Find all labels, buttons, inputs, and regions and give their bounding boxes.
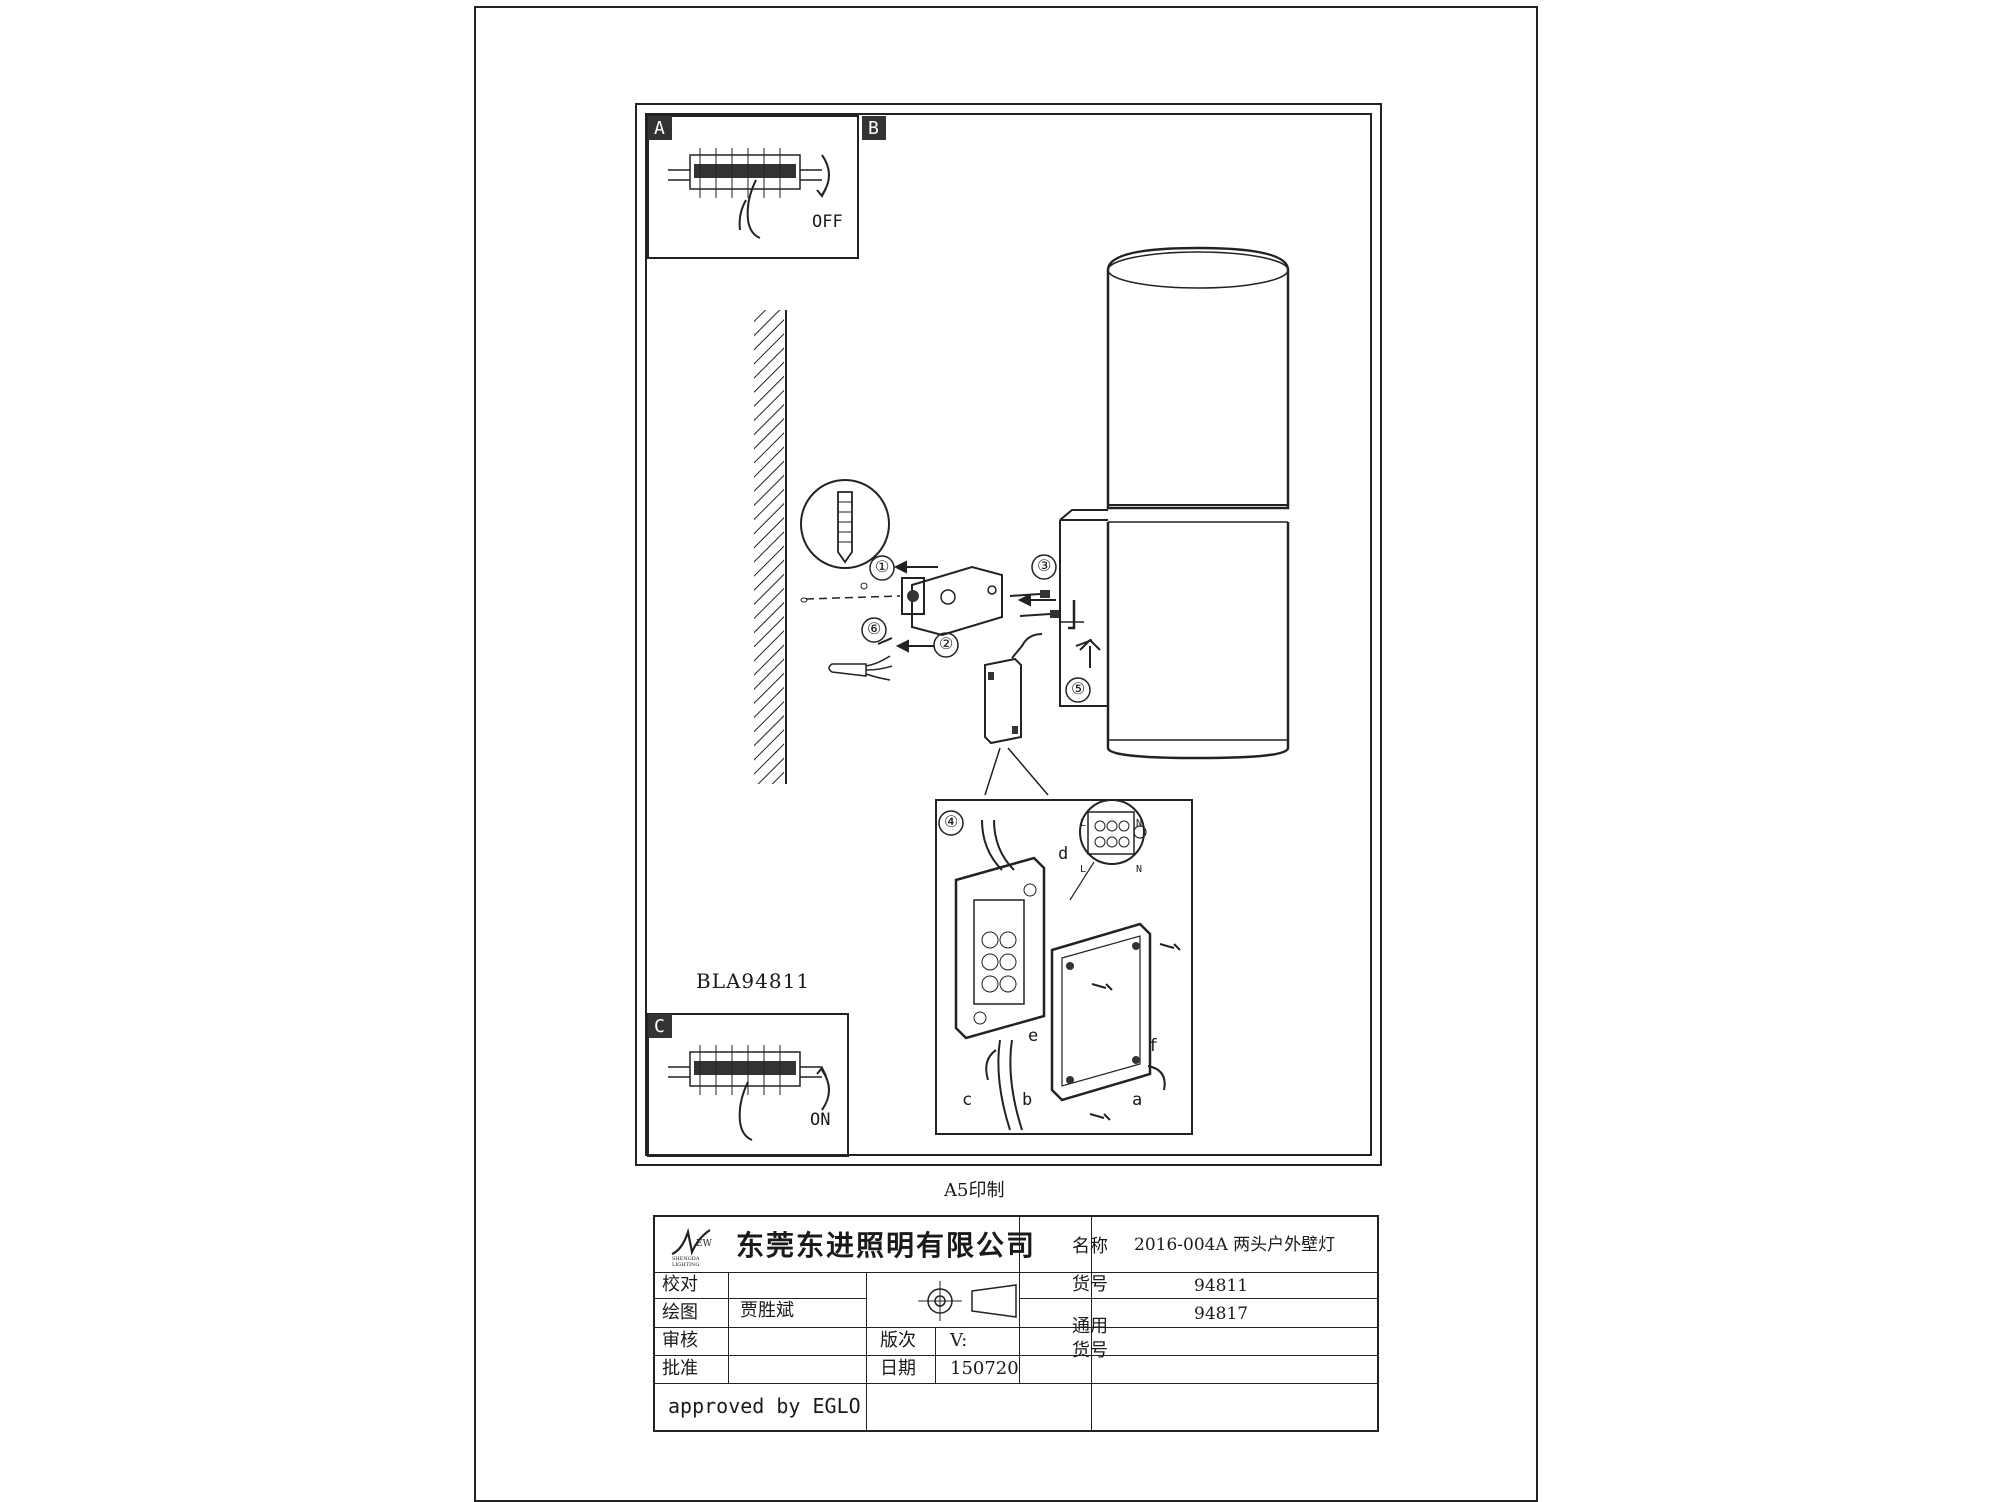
approved-by: approved by EGLO	[668, 1394, 861, 1418]
drawing-frame-inner	[645, 113, 1372, 1156]
title-block	[653, 1215, 1379, 1432]
svg-text:EW: EW	[696, 1239, 713, 1249]
step-4-label: ④	[944, 812, 959, 831]
model-code: BLA94811	[696, 969, 811, 993]
panel-a-label: A	[654, 118, 665, 139]
detail-f-label: f	[1148, 1036, 1159, 1056]
detail-e-label: e	[1028, 1026, 1039, 1046]
terminal-n-top: N	[1136, 818, 1143, 829]
detail-c-label: c	[962, 1090, 973, 1110]
date-value: 150720	[950, 1358, 1019, 1379]
panel-c-switch-on	[647, 1013, 849, 1157]
circuit-breaker-icon	[668, 148, 822, 198]
check-label: 校对	[662, 1274, 698, 1295]
approve-label: 批准	[662, 1358, 698, 1379]
terminal-l-bottom: L	[1080, 864, 1087, 875]
version-value: V:	[950, 1330, 968, 1351]
svg-text:LIGHTING: LIGHTING	[672, 1262, 699, 1268]
item-no-label: 货号	[1072, 1274, 1108, 1295]
name-label: 名称	[1072, 1236, 1108, 1257]
common-label-2: 货号	[1072, 1340, 1108, 1361]
wall-plug-callout	[800, 479, 890, 590]
drawing-frame-outer	[635, 103, 1382, 1166]
company-logo: EW SHENGDA LIGHTING	[671, 1227, 713, 1268]
hand-icon	[738, 1081, 753, 1141]
company-name: 东莞东进照明有限公司	[736, 1229, 1037, 1262]
product-name-value: 2016-004A 两头户外壁灯	[1134, 1235, 1336, 1255]
direction-arrows	[877, 560, 1101, 668]
common-item-value: 94817	[1194, 1304, 1249, 1324]
ground-icon	[1133, 825, 1147, 839]
print-note: A5印制	[944, 1180, 1005, 1201]
version-label: 版次	[880, 1330, 916, 1351]
wall-hatch	[754, 310, 787, 784]
svg-text:SHENGDA: SHENGDA	[672, 1256, 700, 1262]
step-6-label: ⑥	[867, 619, 882, 638]
panel-b-label: B	[868, 118, 879, 139]
hand-icon	[746, 179, 761, 239]
panel-b-marker	[862, 116, 886, 140]
panel-c-label: C	[654, 1016, 665, 1037]
step-2-label: ②	[939, 634, 954, 653]
terminal-l-top: L	[1080, 818, 1087, 829]
date-label: 日期	[880, 1358, 916, 1379]
item-no-value: 94811	[1194, 1276, 1249, 1296]
draw-label: 绘图	[662, 1302, 698, 1323]
terminal-box	[984, 633, 1049, 796]
step-5-label: ⑤	[1071, 679, 1086, 698]
wall-lamp	[1059, 246, 1290, 760]
mounting-bracket	[800, 565, 1060, 637]
draw-value: 贾胜斌	[740, 1300, 794, 1321]
circuit-breaker-icon	[668, 1045, 822, 1095]
step-3-label: ③	[1037, 556, 1052, 575]
review-label: 审核	[662, 1330, 698, 1351]
detail-d-label: d	[1058, 844, 1069, 864]
detail-b-label: b	[1022, 1090, 1033, 1110]
common-label-1: 通用	[1072, 1316, 1108, 1337]
wiring-detail-panel	[935, 799, 1193, 1135]
terminal-n-bottom: N	[1136, 864, 1143, 875]
projection-symbol-icon	[918, 1281, 1017, 1321]
step-1-label: ①	[875, 557, 890, 576]
detail-a-label: a	[1132, 1090, 1143, 1110]
switch-on-label: ON	[810, 1110, 831, 1130]
panel-a-switch-off	[647, 115, 859, 259]
switch-off-label: OFF	[812, 212, 843, 232]
supply-cable-icon	[828, 655, 893, 681]
